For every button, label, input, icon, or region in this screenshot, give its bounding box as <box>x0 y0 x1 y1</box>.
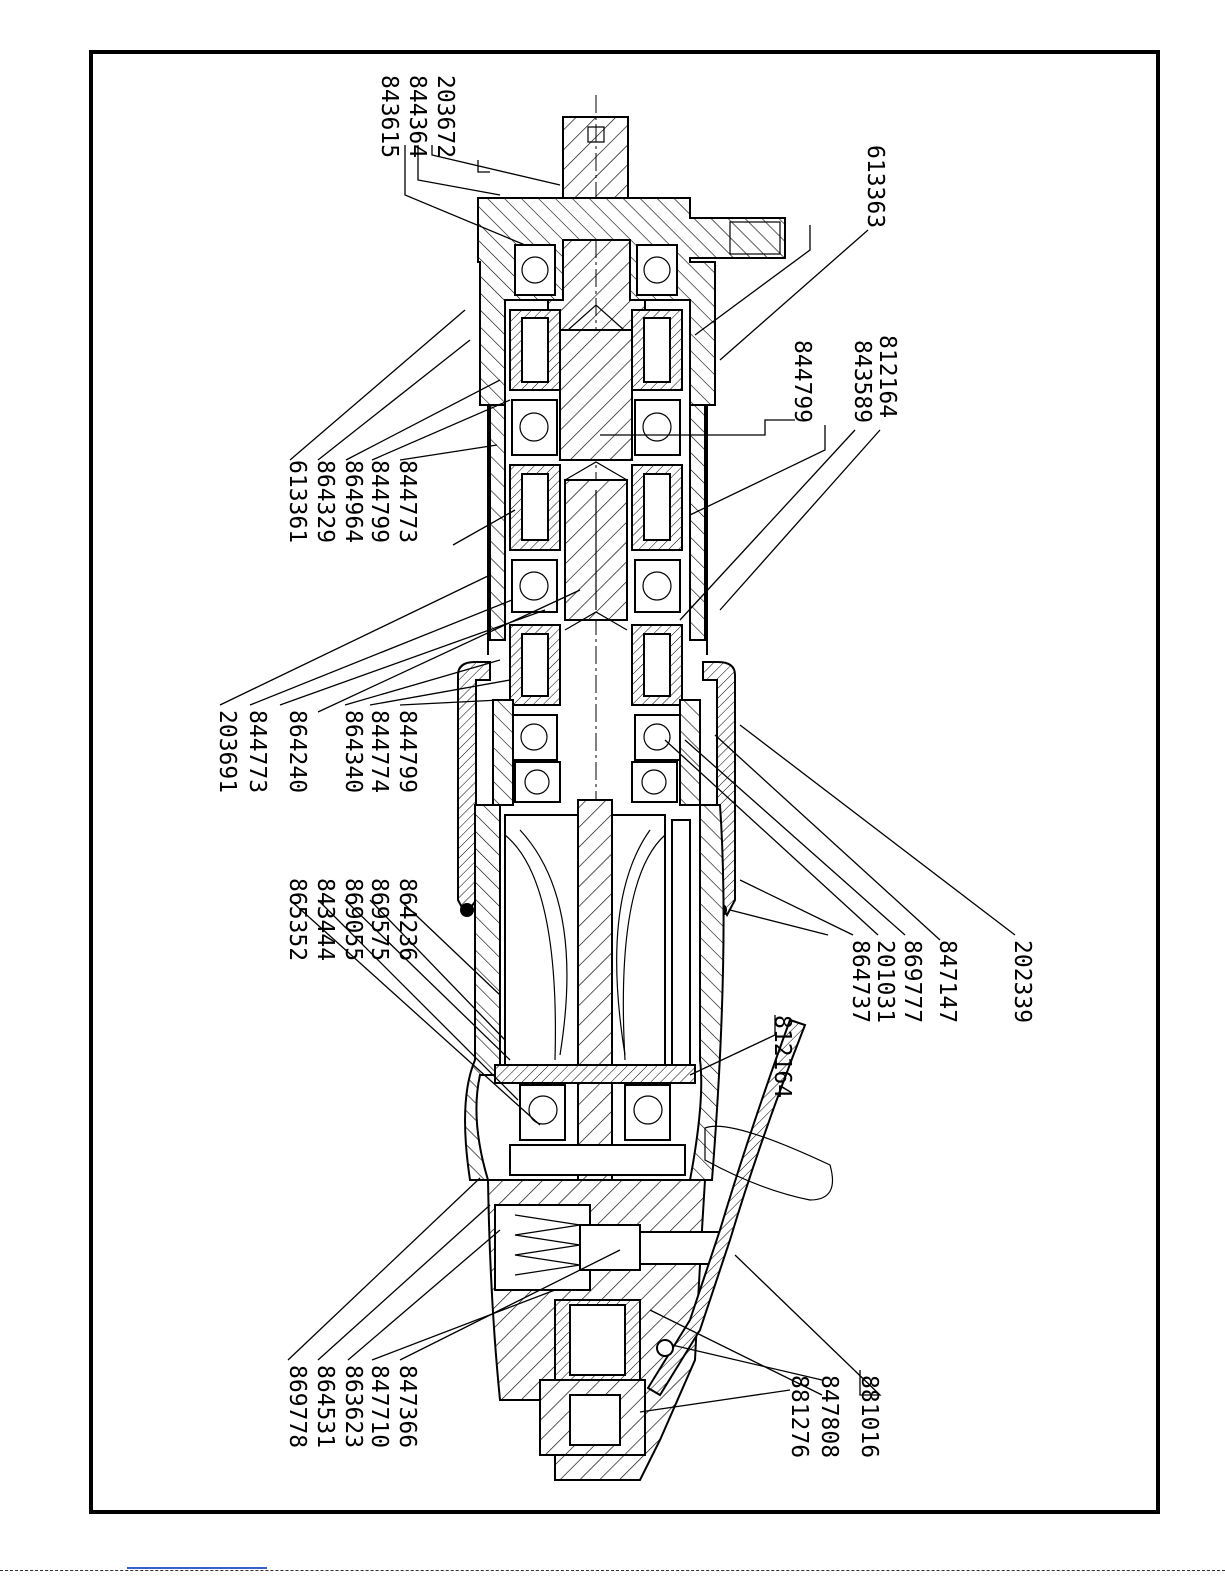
part-number-label: 864964 <box>340 460 366 543</box>
part-number-label: 812164 <box>874 335 900 418</box>
part-number-label: 847710 <box>366 1365 392 1448</box>
part-number-label: 864737 <box>847 940 873 1023</box>
part-number-label: 844799 <box>394 710 420 793</box>
part-number-label: 869055 <box>340 878 366 961</box>
part-number-label: 844364 <box>404 75 430 158</box>
part-number-label: 843615 <box>376 75 402 158</box>
part-number-label: 864329 <box>312 460 338 543</box>
part-number-label: 812164 <box>769 1015 795 1098</box>
tool-assembly <box>458 95 833 1480</box>
part-number-label: 202339 <box>1009 940 1035 1023</box>
part-number-label: 847366 <box>394 1365 420 1448</box>
part-number-label: 613361 <box>284 460 310 543</box>
part-number-label: 844799 <box>366 460 392 543</box>
part-number-label: 843444 <box>312 878 338 961</box>
part-number-label: 881016 <box>856 1375 882 1458</box>
air-inlet-fitting <box>540 1300 645 1455</box>
part-number-label: 847147 <box>934 940 960 1023</box>
part-number-label: 613363 <box>862 145 888 228</box>
part-number-label: 844774 <box>366 710 392 793</box>
part-number-label: 864531 <box>312 1365 338 1448</box>
part-number-label: 869777 <box>899 940 925 1023</box>
page-footer-rule <box>0 1570 1225 1575</box>
part-number-label: 203691 <box>214 710 240 793</box>
part-number-label: 864240 <box>284 710 310 793</box>
part-number-label: 881276 <box>786 1375 812 1458</box>
part-number-label: 869575 <box>366 878 392 961</box>
part-number-label: 203672 <box>432 75 458 158</box>
part-number-label: 844799 <box>789 340 815 423</box>
part-number-label: 869778 <box>284 1365 310 1448</box>
part-number-label: 843589 <box>849 340 875 423</box>
part-number-label: 847808 <box>816 1375 842 1458</box>
part-number-label: 201031 <box>872 940 898 1023</box>
page-footer-link[interactable] <box>127 1567 267 1569</box>
part-number-label: 844773 <box>244 710 270 793</box>
part-number-label: 844773 <box>394 460 420 543</box>
part-number-label: 864236 <box>394 878 420 961</box>
part-number-label: 865352 <box>284 878 310 961</box>
part-number-label: 864340 <box>340 710 366 793</box>
part-number-label: 863623 <box>340 1365 366 1448</box>
